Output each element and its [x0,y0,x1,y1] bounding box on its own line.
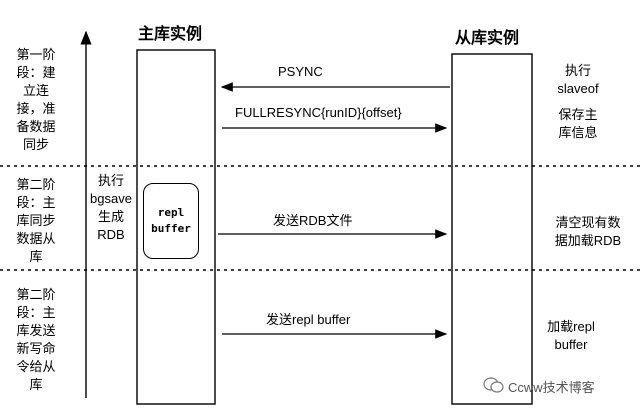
fullresync-label: FULLRESYNC{runID}{offset} [235,105,402,120]
save-info-label: 保存主库信息 [558,107,598,140]
wechat-icon [483,376,505,399]
send-repl-label: 发送repl buffer [266,312,351,327]
watermark-text: Ccww技术博客 [508,380,595,395]
replica-box [451,53,533,405]
stage-3-label: 第二阶段：主库发送 新写命令给从库 [16,287,56,392]
master-box [136,49,216,405]
master-title: 主库实例 [138,26,203,43]
stage-2-label: 第二阶段：主库同步 数据从库 [16,177,56,264]
psync-label: PSYNC [278,64,323,79]
replica-title: 从库实例 [455,30,520,47]
load-rdb-label: 清空现有数据加载RDB [554,215,622,248]
send-rdb-label: 发送RDB文件 [273,213,353,228]
stage-1-label: 第一阶段：建立连 接，准备数据同步 [16,47,56,152]
